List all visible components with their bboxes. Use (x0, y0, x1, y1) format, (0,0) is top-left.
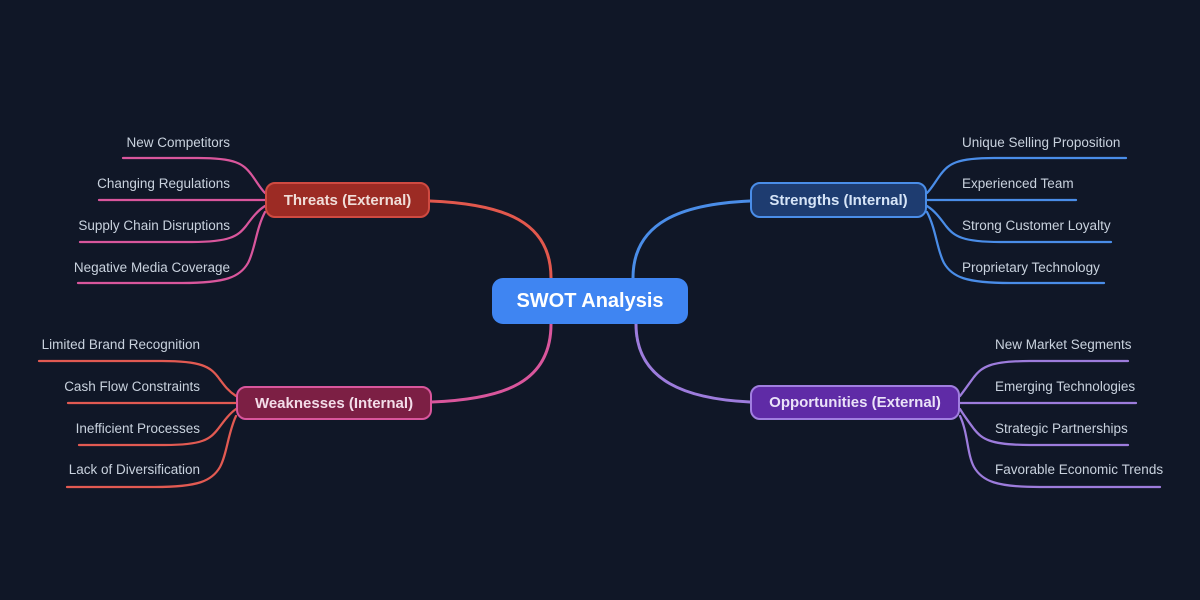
branch-curve-threats (428, 199, 553, 280)
leaf-line-strengths-3 (925, 204, 1113, 244)
leaf-line-threats-3 (78, 204, 267, 244)
leaf-weaknesses-4[interactable]: Lack of Diversification (68, 462, 200, 477)
leaf-threats-4[interactable]: Negative Media Coverage (73, 260, 230, 275)
leaf-line-opportunities-4 (958, 414, 1162, 489)
leaf-line-opportunities-3 (958, 407, 1130, 447)
leaf-weaknesses-1[interactable]: Limited Brand Recognition (41, 337, 200, 352)
branch-node-threats[interactable]: Threats (External) (265, 182, 430, 218)
branch-node-weaknesses[interactable]: Weaknesses (Internal) (236, 386, 432, 420)
leaf-line-opportunities-1 (958, 359, 1130, 398)
leaf-threats-2[interactable]: Changing Regulations (97, 176, 230, 191)
branch-curve-weaknesses (430, 322, 553, 404)
leaf-opportunities-4[interactable]: Favorable Economic Trends (995, 462, 1164, 477)
branch-node-opportunities[interactable]: Opportunities (External) (750, 385, 960, 420)
leaf-line-threats-1 (121, 156, 267, 195)
branch-curve-opportunities (634, 322, 752, 404)
branch-curve-strengths (631, 199, 752, 280)
leaf-threats-3[interactable]: Supply Chain Disruptions (78, 218, 230, 233)
leaf-strengths-4[interactable]: Proprietary Technology (962, 260, 1100, 275)
center-node[interactable]: SWOT Analysis (492, 278, 688, 324)
leaf-weaknesses-2[interactable]: Cash Flow Constraints (64, 379, 200, 394)
leaf-strengths-2[interactable]: Experienced Team (962, 176, 1074, 191)
leaf-line-threats-4 (76, 210, 267, 285)
leaf-opportunities-2[interactable]: Emerging Technologies (995, 379, 1136, 394)
leaf-opportunities-3[interactable]: Strategic Partnerships (995, 421, 1128, 436)
leaf-strengths-3[interactable]: Strong Customer Loyalty (962, 218, 1111, 233)
leaf-weaknesses-3[interactable]: Inefficient Processes (75, 421, 200, 436)
leaf-line-weaknesses-4 (65, 414, 238, 489)
branch-node-strengths[interactable]: Strengths (Internal) (750, 182, 927, 218)
leaf-opportunities-1[interactable]: New Market Segments (995, 337, 1132, 352)
leaf-strengths-1[interactable]: Unique Selling Proposition (962, 135, 1121, 150)
leaf-line-weaknesses-1 (37, 359, 238, 398)
leaf-line-strengths-1 (925, 156, 1128, 195)
leaf-threats-1[interactable]: New Competitors (126, 135, 230, 150)
leaf-line-strengths-4 (925, 210, 1106, 285)
leaf-line-weaknesses-3 (77, 407, 238, 447)
